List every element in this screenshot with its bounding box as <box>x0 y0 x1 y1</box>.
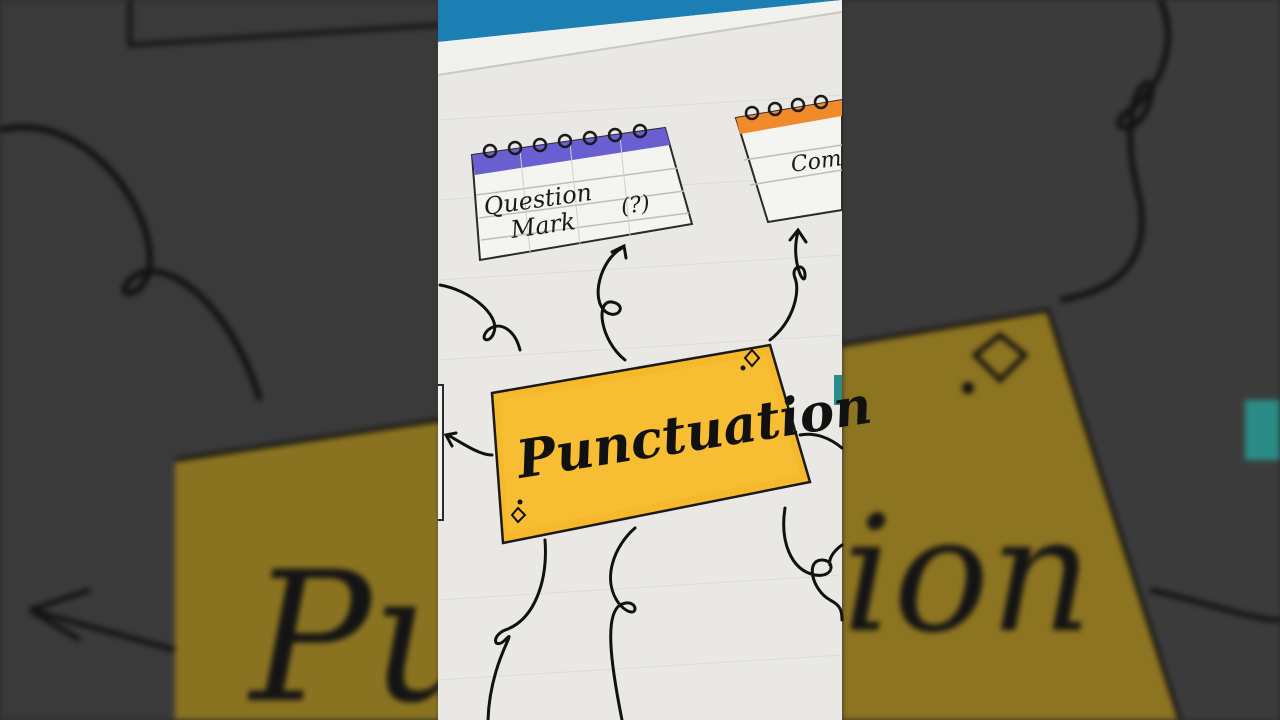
blurred-left-panel: Pu <box>0 0 487 720</box>
connector-arrows <box>438 227 844 720</box>
svg-text:ion: ion <box>842 481 1093 668</box>
center-photo: Question Mark (?) Com <box>437 0 876 720</box>
right-card-edge <box>834 375 842 405</box>
spiral-rings <box>482 123 648 159</box>
comma-card: Com <box>734 94 843 224</box>
blurred-right-panel: ion <box>841 0 1280 720</box>
question-mark-symbol: (?) <box>619 191 651 220</box>
left-card-edge <box>438 384 444 521</box>
question-mark-card: Question Mark (?) <box>470 123 694 262</box>
